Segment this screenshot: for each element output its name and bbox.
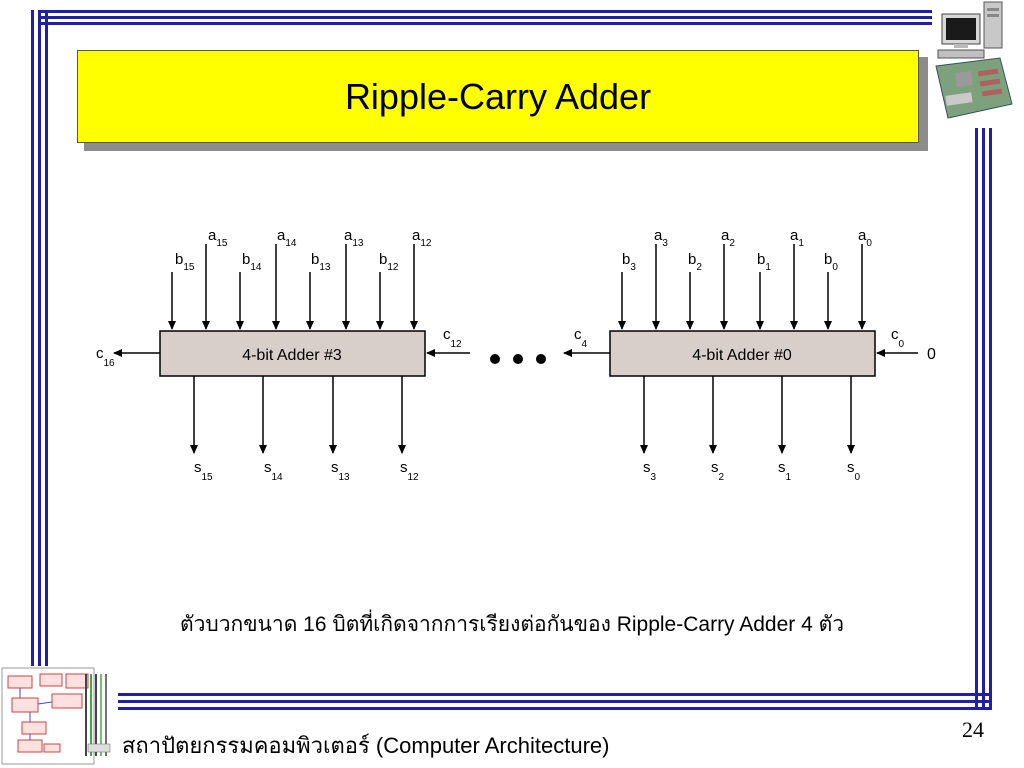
input-a2-label: a2 [721, 227, 735, 249]
frame-top-line-1 [38, 10, 932, 13]
page-number: 24 [962, 717, 984, 742]
output-s13-label: s13 [331, 459, 350, 483]
frame-bottom-line-2 [118, 700, 992, 703]
adder-3-label: 4-bit Adder #3 [242, 347, 342, 364]
carry-c4-label: c4 [574, 326, 588, 350]
input-b0-label: b0 [824, 251, 838, 273]
computer-clipart-icon [935, 1, 1013, 119]
output-s1-label: s1 [778, 459, 792, 483]
frame-left-line-3 [45, 10, 48, 666]
frame-top-line-2 [38, 16, 932, 19]
input-a13-label: a13 [344, 227, 364, 249]
carry-c0-label: c0 [891, 326, 905, 350]
ellipsis-dot-3 [536, 354, 546, 364]
footer-course-title: สถาปัตยกรรมคอมพิวเตอร์ (Computer Archite… [122, 733, 610, 758]
frame-bottom-line-3 [118, 707, 992, 710]
input-b2-label: b2 [688, 251, 702, 273]
adder-0-label: 4-bit Adder #0 [692, 347, 792, 364]
frame-bottom-line-1 [118, 693, 992, 696]
page-title: Ripple-Carry Adder [344, 75, 652, 117]
input-b1-label: b1 [757, 251, 771, 273]
input-a0-label: a0 [858, 227, 872, 249]
output-s2-label: s2 [711, 459, 725, 483]
input-a1-label: a1 [790, 227, 804, 249]
frame-left-line-2 [38, 10, 41, 666]
output-s14-label: s14 [264, 459, 283, 483]
output-s12-label: s12 [400, 459, 419, 483]
diagram-caption: ตัวบวกขนาด 16 บิตที่เกิดจากการเรียงต่อกั… [179, 613, 845, 636]
adder-0-box [609, 330, 876, 377]
frame-right-line-3 [989, 128, 992, 710]
ellipsis-dot-1 [490, 354, 500, 364]
title-box: Ripple-Carry Adder [77, 50, 919, 143]
input-b14-label: b14 [242, 251, 262, 273]
carry-c16-label: c16 [96, 345, 115, 369]
carry-in-zero: 0 [927, 346, 936, 363]
frame-top-line-3 [38, 22, 932, 25]
output-s0-label: s0 [847, 459, 861, 483]
cpu-block-diagram-clipart-icon [1, 667, 111, 765]
frame-right-line-1 [975, 128, 978, 710]
input-b15-label: b15 [175, 251, 195, 273]
output-s3-label: s3 [643, 459, 657, 483]
input-b13-label: b13 [311, 251, 331, 273]
input-a12-label: a12 [412, 227, 432, 249]
output-s15-label: s15 [194, 459, 213, 483]
adder-3-box [159, 330, 426, 377]
frame-left-line-1 [31, 10, 34, 666]
frame-right-line-2 [982, 128, 985, 710]
carry-c12-label: c12 [443, 326, 462, 350]
input-a15-label: a15 [208, 227, 228, 249]
ellipsis-dot-2 [513, 354, 523, 364]
input-a14-label: a14 [277, 227, 297, 249]
input-b12-label: b12 [379, 251, 399, 273]
input-b3-label: b3 [622, 251, 636, 273]
